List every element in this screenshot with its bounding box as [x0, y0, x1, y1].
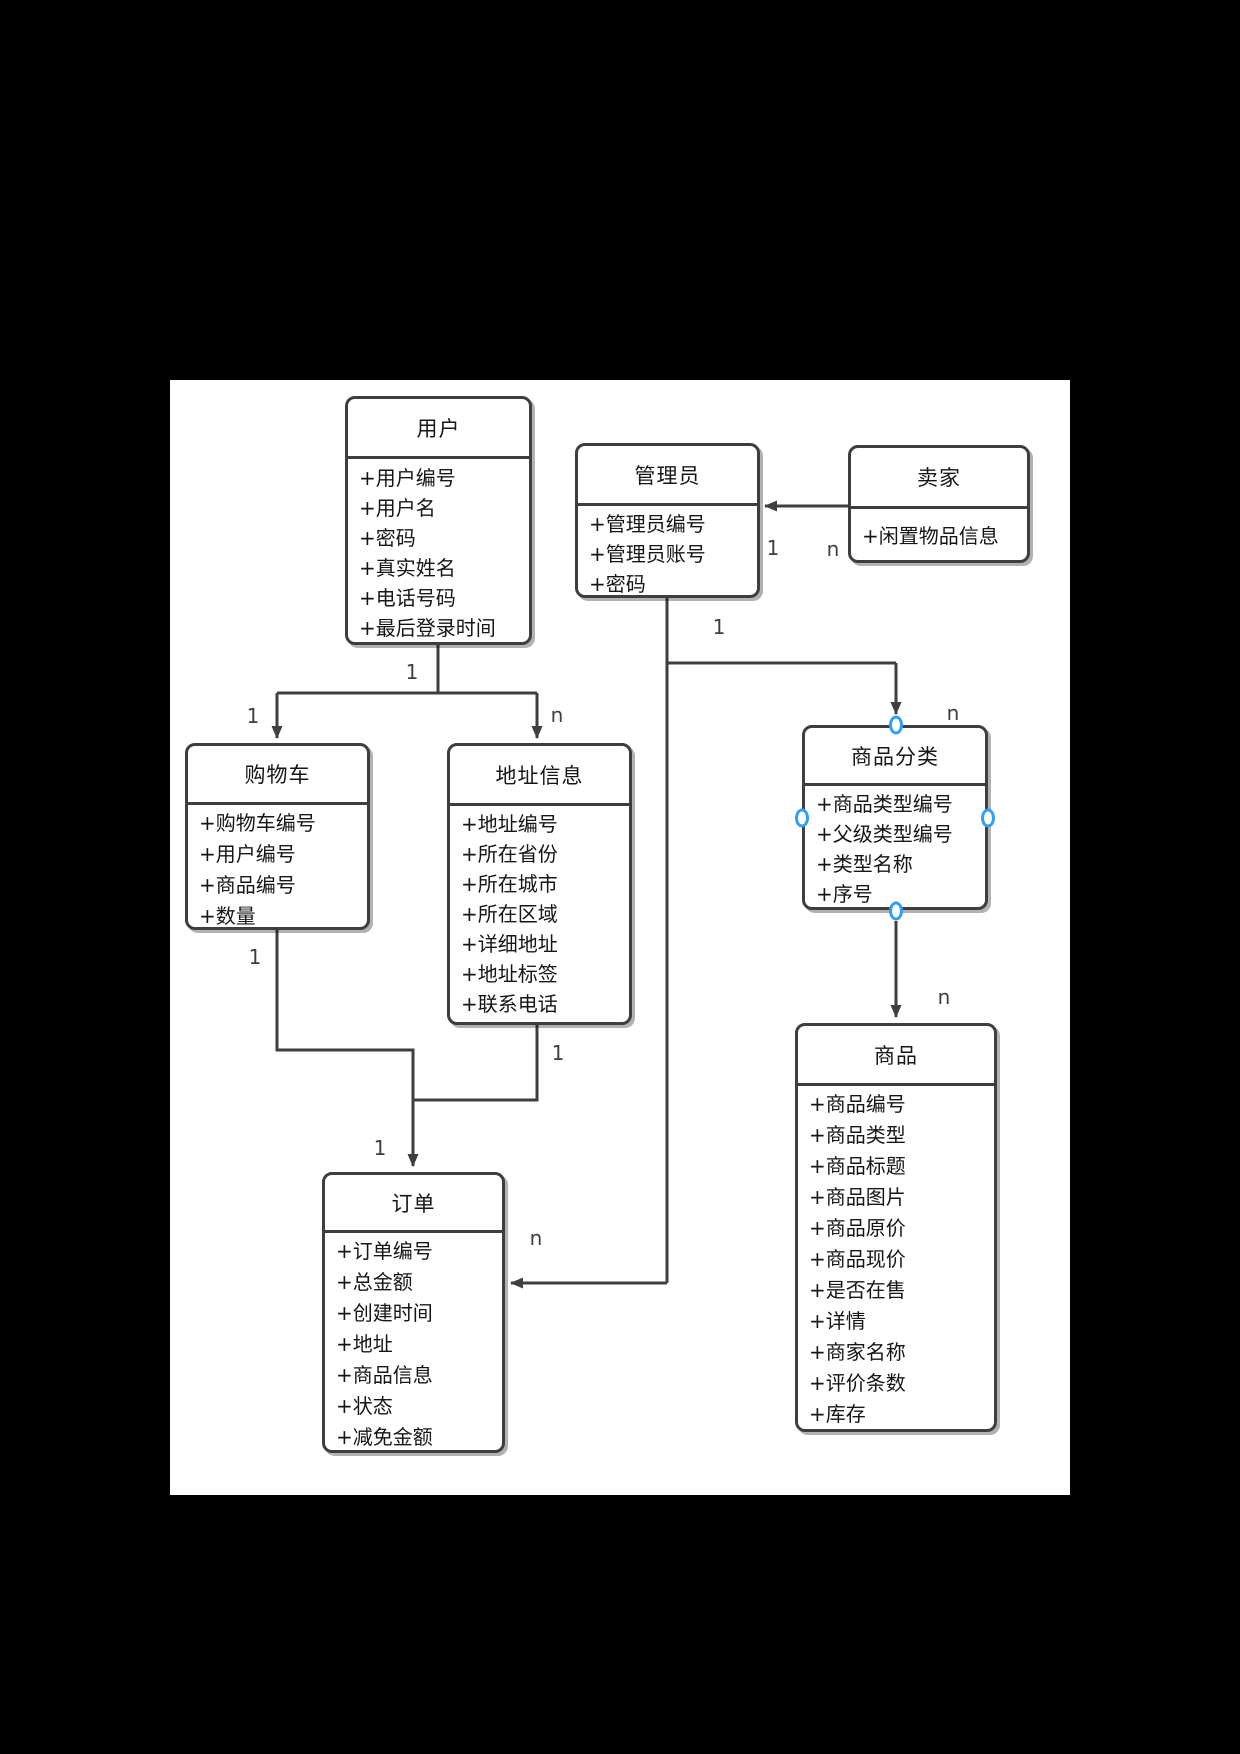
attribute-row: +管理员账号	[589, 542, 706, 566]
entity-address[interactable]: 地址信息 +地址编号 +所在省份 +所在城市 +所在区域 +详细地址 +地址标签…	[447, 743, 632, 1025]
attribute-row: +地址编号	[461, 812, 558, 836]
anchor-handle-left[interactable]	[795, 808, 809, 828]
attribute-row: +管理员编号	[589, 512, 706, 536]
attribute-row: +商品编号	[809, 1092, 906, 1116]
attribute-row: +密码	[359, 526, 416, 550]
entity-order-title: 订单	[325, 1175, 502, 1233]
attribute-row: +商品原价	[809, 1216, 906, 1240]
entity-product-title: 商品	[798, 1026, 994, 1086]
attribute-row: +商品类型	[809, 1123, 906, 1147]
attribute-row: +是否在售	[809, 1278, 906, 1302]
attribute-row: +用户编号	[199, 842, 296, 866]
multiplicity-label: n	[826, 537, 840, 561]
entity-cart[interactable]: 购物车 +购物车编号 +用户编号 +商品编号 +数量	[185, 743, 370, 930]
entity-cart-title: 购物车	[188, 746, 367, 805]
multiplicity-label: 1	[405, 660, 419, 684]
attribute-row: +商品信息	[336, 1363, 433, 1387]
attribute-row: +状态	[336, 1394, 393, 1418]
entity-admin-title: 管理员	[578, 446, 757, 506]
multiplicity-label: n	[937, 985, 951, 1009]
multiplicity-label: 1	[248, 945, 262, 969]
entity-seller-title: 卖家	[851, 448, 1027, 509]
multiplicity-label: 1	[766, 536, 780, 560]
attribute-row: +商品图片	[809, 1185, 906, 1209]
attribute-row: +用户编号	[359, 466, 456, 490]
entity-user-title: 用户	[348, 399, 529, 459]
attribute-row: +地址标签	[461, 962, 558, 986]
attribute-row: +类型名称	[816, 852, 913, 876]
anchor-handle-bottom[interactable]	[889, 901, 903, 921]
attribute-row: +详细地址	[461, 932, 558, 956]
attribute-row: +所在城市	[461, 872, 558, 896]
entity-address-title: 地址信息	[450, 746, 629, 806]
anchor-handle-top[interactable]	[889, 715, 903, 735]
attribute-row: +商家名称	[809, 1340, 906, 1364]
entity-seller[interactable]: 卖家 +闲置物品信息	[848, 445, 1030, 563]
attribute-row: +真实姓名	[359, 556, 456, 580]
multiplicity-label: 1	[712, 615, 726, 639]
connector-cart-order[interactable]	[275, 930, 419, 1167]
attribute-row: +购物车编号	[199, 811, 316, 835]
entity-user[interactable]: 用户 +用户编号 +用户名 +密码 +真实姓名 +电话号码 +最后登录时间	[345, 396, 532, 645]
attribute-row: +所在省份	[461, 842, 558, 866]
attribute-row: +减免金额	[336, 1425, 433, 1449]
multiplicity-label: 1	[373, 1136, 387, 1160]
multiplicity-label: n	[529, 1226, 543, 1250]
attribute-row: +商品现价	[809, 1247, 906, 1271]
attribute-row: +用户名	[359, 496, 436, 520]
attribute-row: +数量	[199, 904, 256, 928]
attribute-row: +订单编号	[336, 1239, 433, 1263]
attribute-row: +序号	[816, 882, 873, 906]
attribute-row: +最后登录时间	[359, 616, 496, 640]
attribute-row: +闲置物品信息	[862, 524, 999, 548]
attribute-row: +详情	[809, 1309, 866, 1333]
entity-order[interactable]: 订单 +订单编号 +总金额 +创建时间 +地址 +商品信息 +状态 +减免金额	[322, 1172, 505, 1453]
attribute-row: +联系电话	[461, 992, 558, 1016]
multiplicity-label: n	[946, 701, 960, 725]
attribute-row: +创建时间	[336, 1301, 433, 1325]
anchor-handle-right[interactable]	[981, 808, 995, 828]
entity-product[interactable]: 商品 +商品编号 +商品类型 +商品标题 +商品图片 +商品原价 +商品现价 +…	[795, 1023, 997, 1432]
attribute-row: +所在区域	[461, 902, 558, 926]
attribute-row: +评价条数	[809, 1371, 906, 1395]
attribute-row: +商品标题	[809, 1154, 906, 1178]
connector-address-order[interactable]	[413, 1025, 539, 1102]
multiplicity-label: 1	[246, 704, 260, 728]
multiplicity-label: 1	[551, 1041, 565, 1065]
attribute-row: +总金额	[336, 1270, 413, 1294]
entity-category[interactable]: 商品分类 +商品类型编号 +父级类型编号 +类型名称 +序号	[802, 725, 988, 910]
attribute-row: +父级类型编号	[816, 822, 953, 846]
attribute-row: +密码	[589, 572, 646, 596]
entity-category-title: 商品分类	[805, 728, 985, 786]
attribute-row: +地址	[336, 1332, 393, 1356]
attribute-row: +电话号码	[359, 586, 456, 610]
attribute-row: +商品类型编号	[816, 792, 953, 816]
attribute-row: +商品编号	[199, 873, 296, 897]
entity-admin[interactable]: 管理员 +管理员编号 +管理员账号 +密码	[575, 443, 760, 598]
multiplicity-label: n	[550, 703, 564, 727]
attribute-row: +库存	[809, 1402, 866, 1426]
